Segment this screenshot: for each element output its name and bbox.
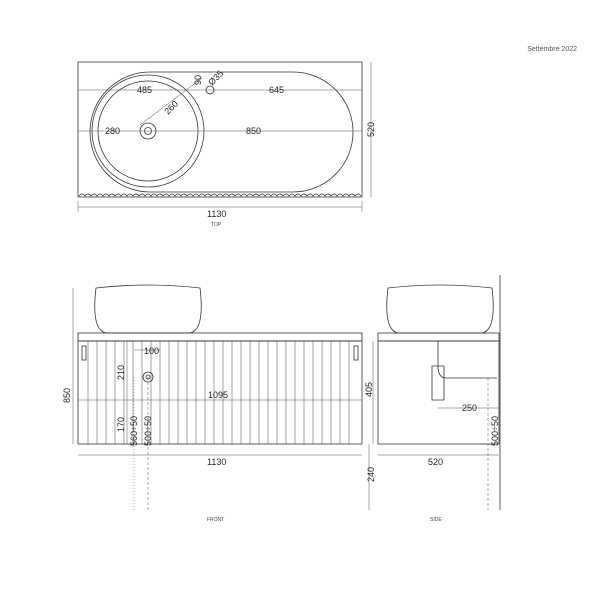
top-outline [77, 61, 363, 198]
dim-405: 405 [364, 382, 374, 397]
dim-250: 250 [462, 403, 477, 413]
label-top: TOP [211, 222, 222, 228]
siphon-pipe [437, 341, 497, 379]
dim-485: 485 [137, 85, 152, 95]
dim-560: 560÷50 [129, 416, 139, 446]
front-cabinet [77, 340, 363, 445]
dim-645: 645 [269, 85, 284, 95]
header-date: Settembre 2022 [527, 46, 577, 53]
dim-850-front: 850 [62, 388, 72, 403]
front-bowl [94, 284, 202, 334]
radius-line [139, 77, 203, 126]
side-bowl [386, 284, 494, 334]
dim-850: 850 [246, 126, 261, 136]
dim-280: 280 [105, 126, 120, 136]
front-top-slab [77, 332, 363, 342]
dim-500-front: 500÷50 [143, 416, 153, 446]
front-view: 850 100 210 1095 170 560÷50 500÷50 1130 … [62, 284, 376, 523]
top-view: 485 90 Ø35 645 260 280 850 520 1130 TOP [77, 61, 376, 228]
dim-1130-front: 1130 [207, 457, 226, 467]
dim-1095: 1095 [208, 390, 228, 400]
dim-210: 210 [116, 365, 126, 380]
dim-240: 240 [366, 467, 376, 482]
basin-capsule [89, 71, 354, 193]
right-bracket [353, 345, 359, 361]
dim-170: 170 [116, 417, 126, 432]
side-top-slab [377, 332, 500, 342]
dim-500-side: 500÷50 [490, 416, 500, 446]
fluted-edge [78, 193, 362, 197]
dim-1130-top: 1130 [207, 209, 226, 219]
side-view: 405 250 500÷50 520 SIDE [364, 275, 501, 523]
dim-35: Ø35 [206, 68, 225, 87]
label-side: SIDE [430, 517, 442, 523]
dim-520-side: 520 [428, 457, 443, 467]
dim-520-top: 520 [366, 122, 376, 137]
label-front: FRONT [207, 517, 224, 523]
dim-260: 260 [162, 99, 180, 117]
front-flutes [87, 341, 350, 444]
dim-90: 90 [193, 75, 203, 85]
siphon-body [431, 365, 445, 401]
dim-100: 100 [144, 346, 159, 356]
side-cabinet [377, 340, 500, 445]
left-bracket [81, 345, 87, 361]
